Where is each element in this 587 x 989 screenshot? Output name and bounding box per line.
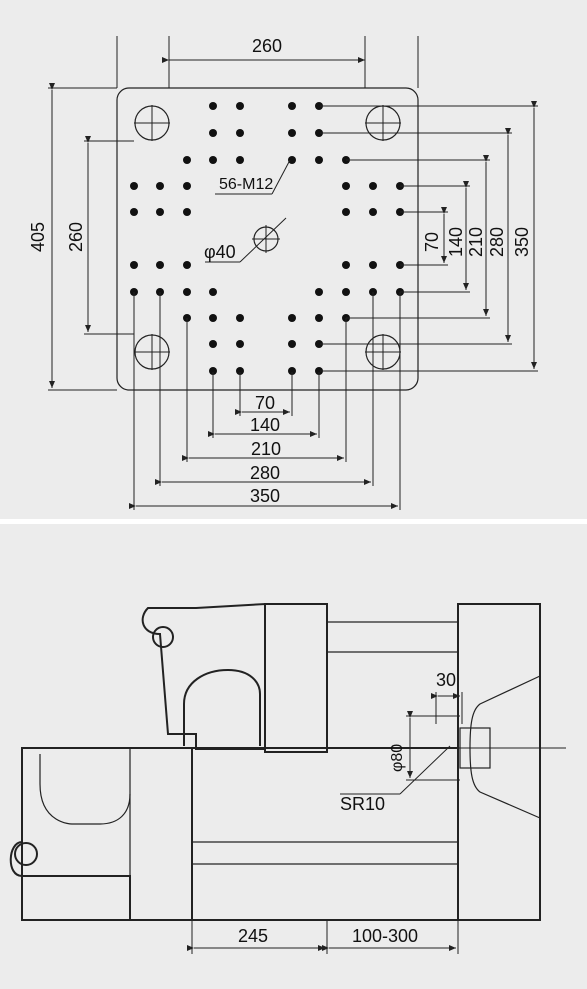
- moving-platen: [264, 603, 328, 753]
- toggle-link: [141, 602, 266, 750]
- bolt-hole: [156, 261, 164, 269]
- nozzle-side-view: 30 φ80 SR10 245 100-300: [9, 602, 566, 954]
- bolt-hole: [156, 182, 164, 190]
- bolt-hole: [236, 129, 244, 137]
- dim-top-260: 260: [252, 36, 282, 56]
- bolt-hole: [183, 261, 191, 269]
- bolt-hole: [236, 367, 244, 375]
- dim-right-350: 350: [512, 227, 532, 257]
- dim-left-260: 260: [66, 222, 86, 252]
- bolt-hole: [236, 340, 244, 348]
- bolt-hole: [209, 156, 217, 164]
- bolt-hole: [183, 208, 191, 216]
- dim-30: 30: [436, 670, 456, 690]
- bolt-hole: [315, 367, 323, 375]
- bolt-hole: [209, 288, 217, 296]
- bolt-hole: [288, 367, 296, 375]
- bolt-hole: [315, 288, 323, 296]
- dim-bottom-140: 140: [250, 415, 280, 435]
- dim-245: 245: [238, 926, 268, 946]
- dim-right-210: 210: [466, 227, 486, 257]
- bottom-dimensions: [129, 292, 401, 510]
- bolt-hole: [288, 340, 296, 348]
- lower-frame: [21, 747, 193, 921]
- platen-front-view: 260 405 260 56-M12 φ40 70 140 210 280 35…: [28, 36, 538, 510]
- dim-right-70: 70: [422, 232, 442, 252]
- bolt-hole: [130, 182, 138, 190]
- bolt-hole: [209, 367, 217, 375]
- bolt-hole: [288, 156, 296, 164]
- right-dimensions: [320, 101, 538, 372]
- bolt-hole: [236, 102, 244, 110]
- dim-phi80: φ80: [389, 744, 406, 772]
- bolt-hole: [369, 261, 377, 269]
- bolt-hole: [342, 182, 350, 190]
- bolt-hole: [288, 314, 296, 322]
- dim-bottom-70: 70: [255, 393, 275, 413]
- bolt-hole: [342, 208, 350, 216]
- center-callout: φ40: [204, 242, 236, 262]
- dim-stroke: 100-300: [352, 926, 418, 946]
- bolt-hole-pattern: [130, 102, 404, 375]
- platen-outline: [116, 87, 419, 391]
- bolt-hole: [209, 314, 217, 322]
- hole-callout: 56-M12: [219, 176, 273, 193]
- dim-bottom-350: 350: [250, 486, 280, 506]
- tie-bar-holes: [134, 105, 401, 370]
- dim-sr10: SR10: [340, 794, 385, 814]
- side-view-panel: 30 φ80 SR10 245 100-300: [0, 524, 587, 989]
- bolt-hole: [369, 208, 377, 216]
- bolt-hole: [315, 129, 323, 137]
- bolt-hole: [183, 288, 191, 296]
- bolt-hole: [315, 314, 323, 322]
- bolt-hole: [209, 129, 217, 137]
- bolt-hole: [236, 156, 244, 164]
- bolt-hole: [209, 102, 217, 110]
- bolt-hole: [183, 182, 191, 190]
- dim-left-405: 405: [28, 222, 48, 252]
- bolt-hole: [288, 129, 296, 137]
- bolt-hole: [130, 208, 138, 216]
- bolt-hole: [315, 156, 323, 164]
- bolt-hole: [342, 288, 350, 296]
- dim-bottom-280: 280: [250, 463, 280, 483]
- dim-bottom-210: 210: [251, 439, 281, 459]
- top-view-panel: 260 405 260 56-M12 φ40 70 140 210 280 35…: [0, 0, 587, 519]
- bolt-hole: [183, 156, 191, 164]
- bolt-hole: [369, 182, 377, 190]
- bolt-hole: [315, 340, 323, 348]
- dim-right-140: 140: [446, 227, 466, 257]
- bolt-hole: [236, 314, 244, 322]
- bolt-hole: [209, 340, 217, 348]
- bolt-hole: [288, 102, 296, 110]
- bolt-hole: [315, 102, 323, 110]
- bolt-hole: [156, 208, 164, 216]
- bolt-hole: [342, 261, 350, 269]
- dim-right-280: 280: [487, 227, 507, 257]
- bolt-hole: [130, 261, 138, 269]
